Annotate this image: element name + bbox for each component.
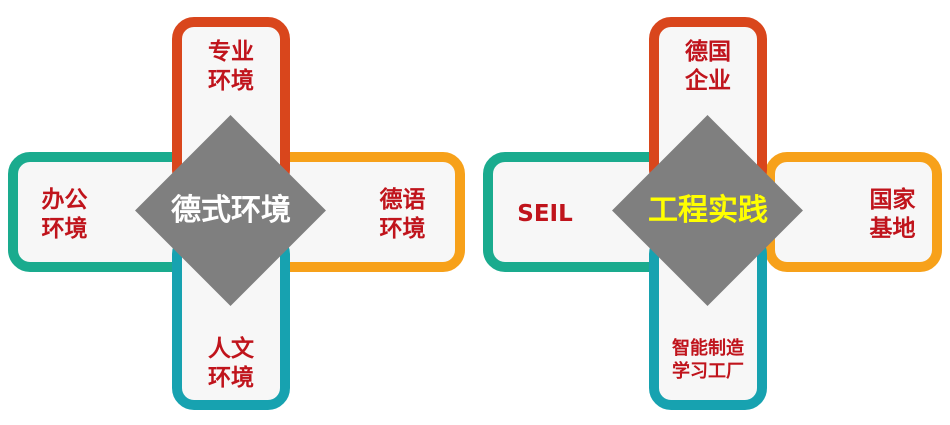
left-label: SEIL — [517, 201, 573, 227]
diagram-deshi-huanjing: 专业 环境 办公 环境 德语 环境 人文 环境 德式环境 — [8, 17, 465, 410]
top-label: 德国 企业 — [685, 39, 731, 94]
left-label: 办公 环境 — [41, 187, 88, 242]
box-right — [765, 152, 942, 272]
center-label: 德式环境 — [171, 193, 291, 228]
box-left — [483, 152, 678, 272]
bottom-label: 人文 环境 — [208, 336, 254, 391]
top-label: 专业 环境 — [208, 39, 254, 94]
bottom-label: 智能制造 学习工厂 — [672, 338, 744, 382]
center-label: 工程实践 — [648, 193, 768, 228]
diagram-gongcheng-shijian: 德国 企业 SEIL 国家 基地 智能制造 学习工厂 工程实践 — [475, 0, 950, 425]
right-label: 德语 环境 — [379, 187, 426, 242]
right-label: 国家 基地 — [869, 187, 916, 242]
